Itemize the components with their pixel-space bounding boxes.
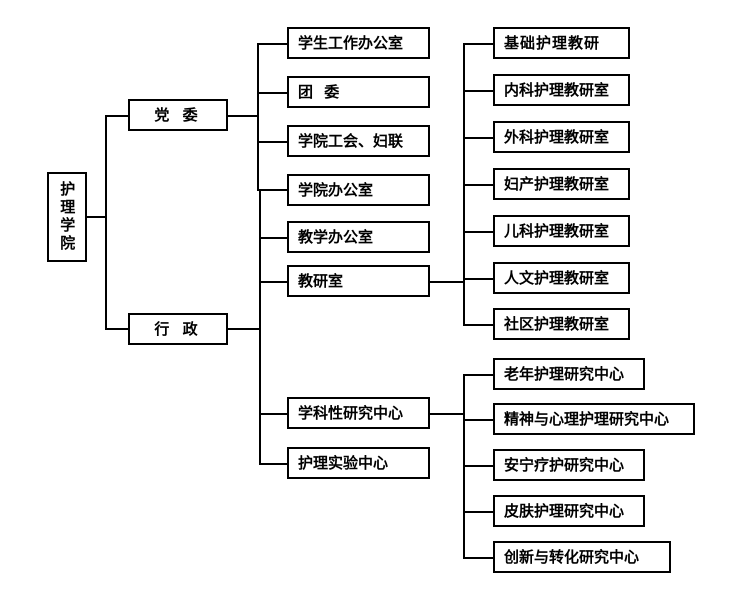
connector-research-to-fan (430, 413, 465, 415)
node-administration[interactable]: 行 政 (128, 313, 228, 345)
node-mental-psychological-nursing-research-center[interactable]: 精神与心理护理研究中心 (493, 403, 695, 435)
node-root-nursing-college[interactable]: 护理学院 (47, 172, 87, 262)
node-basic-nursing-teaching[interactable]: 基础护理教研 (493, 27, 630, 59)
node-internal-medicine-nursing-teaching-room[interactable]: 内科护理教研室 (493, 74, 630, 106)
connector-party-child-1 (257, 43, 288, 45)
node-disciplinary-research-center[interactable]: 学科性研究中心 (287, 397, 430, 429)
connector-admin-child-1 (259, 189, 288, 191)
node-surgical-nursing-teaching-room[interactable]: 外科护理教研室 (493, 121, 630, 153)
connector-research-child-2 (463, 419, 494, 421)
connector-party-to-fan (227, 115, 259, 117)
connector-admin-to-fan (227, 328, 261, 330)
connector-admin-child-3 (259, 281, 288, 283)
connector-party-child-2 (257, 92, 288, 94)
connector-teaching-child-4 (463, 184, 494, 186)
node-humanistic-nursing-teaching-room[interactable]: 人文护理教研室 (493, 262, 630, 294)
connector-admin-child-5 (259, 463, 288, 465)
node-youth-league-committee[interactable]: 团 委 (287, 76, 430, 108)
connector-trunk-to-admin (105, 328, 129, 330)
node-student-affairs-office[interactable]: 学生工作办公室 (287, 27, 430, 59)
connector-party-child-3 (257, 141, 288, 143)
connector-teaching-child-3 (463, 137, 494, 139)
connector-research-child-1 (463, 374, 494, 376)
connector-root-to-trunk (87, 216, 107, 218)
connector-party-fan-vertical (257, 43, 259, 191)
connector-main-trunk (105, 115, 107, 330)
node-community-nursing-teaching-room[interactable]: 社区护理教研室 (493, 308, 630, 340)
node-college-union-womens-federation[interactable]: 学院工会、妇联 (287, 125, 430, 157)
node-nursing-experiment-center[interactable]: 护理实验中心 (287, 447, 430, 479)
connector-teaching-child-7 (463, 324, 494, 326)
node-party-committee[interactable]: 党 委 (128, 99, 228, 131)
node-teaching-research-section[interactable]: 教研室 (287, 265, 430, 297)
node-college-office[interactable]: 学院办公室 (287, 174, 430, 206)
node-geriatric-nursing-research-center[interactable]: 老年护理研究中心 (493, 358, 645, 390)
connector-admin-fan-vertical (259, 189, 261, 464)
connector-trunk-to-party (105, 115, 129, 117)
node-skin-nursing-research-center[interactable]: 皮肤护理研究中心 (493, 495, 645, 527)
node-innovation-translation-research-center[interactable]: 创新与转化研究中心 (493, 541, 671, 573)
connector-research-child-5 (463, 557, 494, 559)
connector-teaching-to-fan (430, 281, 465, 283)
connector-admin-child-4 (259, 413, 288, 415)
connector-teaching-child-6 (463, 278, 494, 280)
connector-admin-child-2 (259, 237, 288, 239)
node-hospice-care-research-center[interactable]: 安宁疗护研究中心 (493, 449, 645, 481)
connector-research-child-3 (463, 465, 494, 467)
connector-research-child-4 (463, 511, 494, 513)
node-teaching-affairs-office[interactable]: 教学办公室 (287, 221, 430, 253)
node-pediatric-nursing-teaching-room[interactable]: 儿科护理教研室 (493, 215, 630, 247)
connector-teaching-child-5 (463, 231, 494, 233)
node-obstetrics-gynecology-nursing-teaching-room[interactable]: 妇产护理教研室 (493, 168, 630, 200)
connector-teaching-child-2 (463, 90, 494, 92)
connector-teaching-child-1 (463, 43, 494, 45)
